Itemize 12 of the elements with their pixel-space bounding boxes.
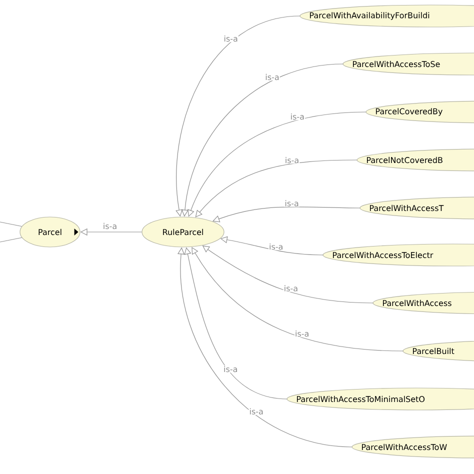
arrow [195, 160, 358, 218]
edge-label: is-a [283, 284, 299, 292]
edge-label: is-a [284, 200, 300, 207]
edge-label: is-a [264, 73, 280, 81]
edge-label: is-a [223, 34, 238, 42]
edge-label: is-a [284, 156, 300, 164]
edge-label: is-a [223, 365, 238, 373]
edge-label: is-a [102, 222, 118, 230]
edge-label: is-a [294, 330, 310, 338]
edge-label: is-a [268, 242, 284, 250]
edge-label: is-a [290, 112, 305, 120]
edge-label: is-a [248, 408, 264, 415]
